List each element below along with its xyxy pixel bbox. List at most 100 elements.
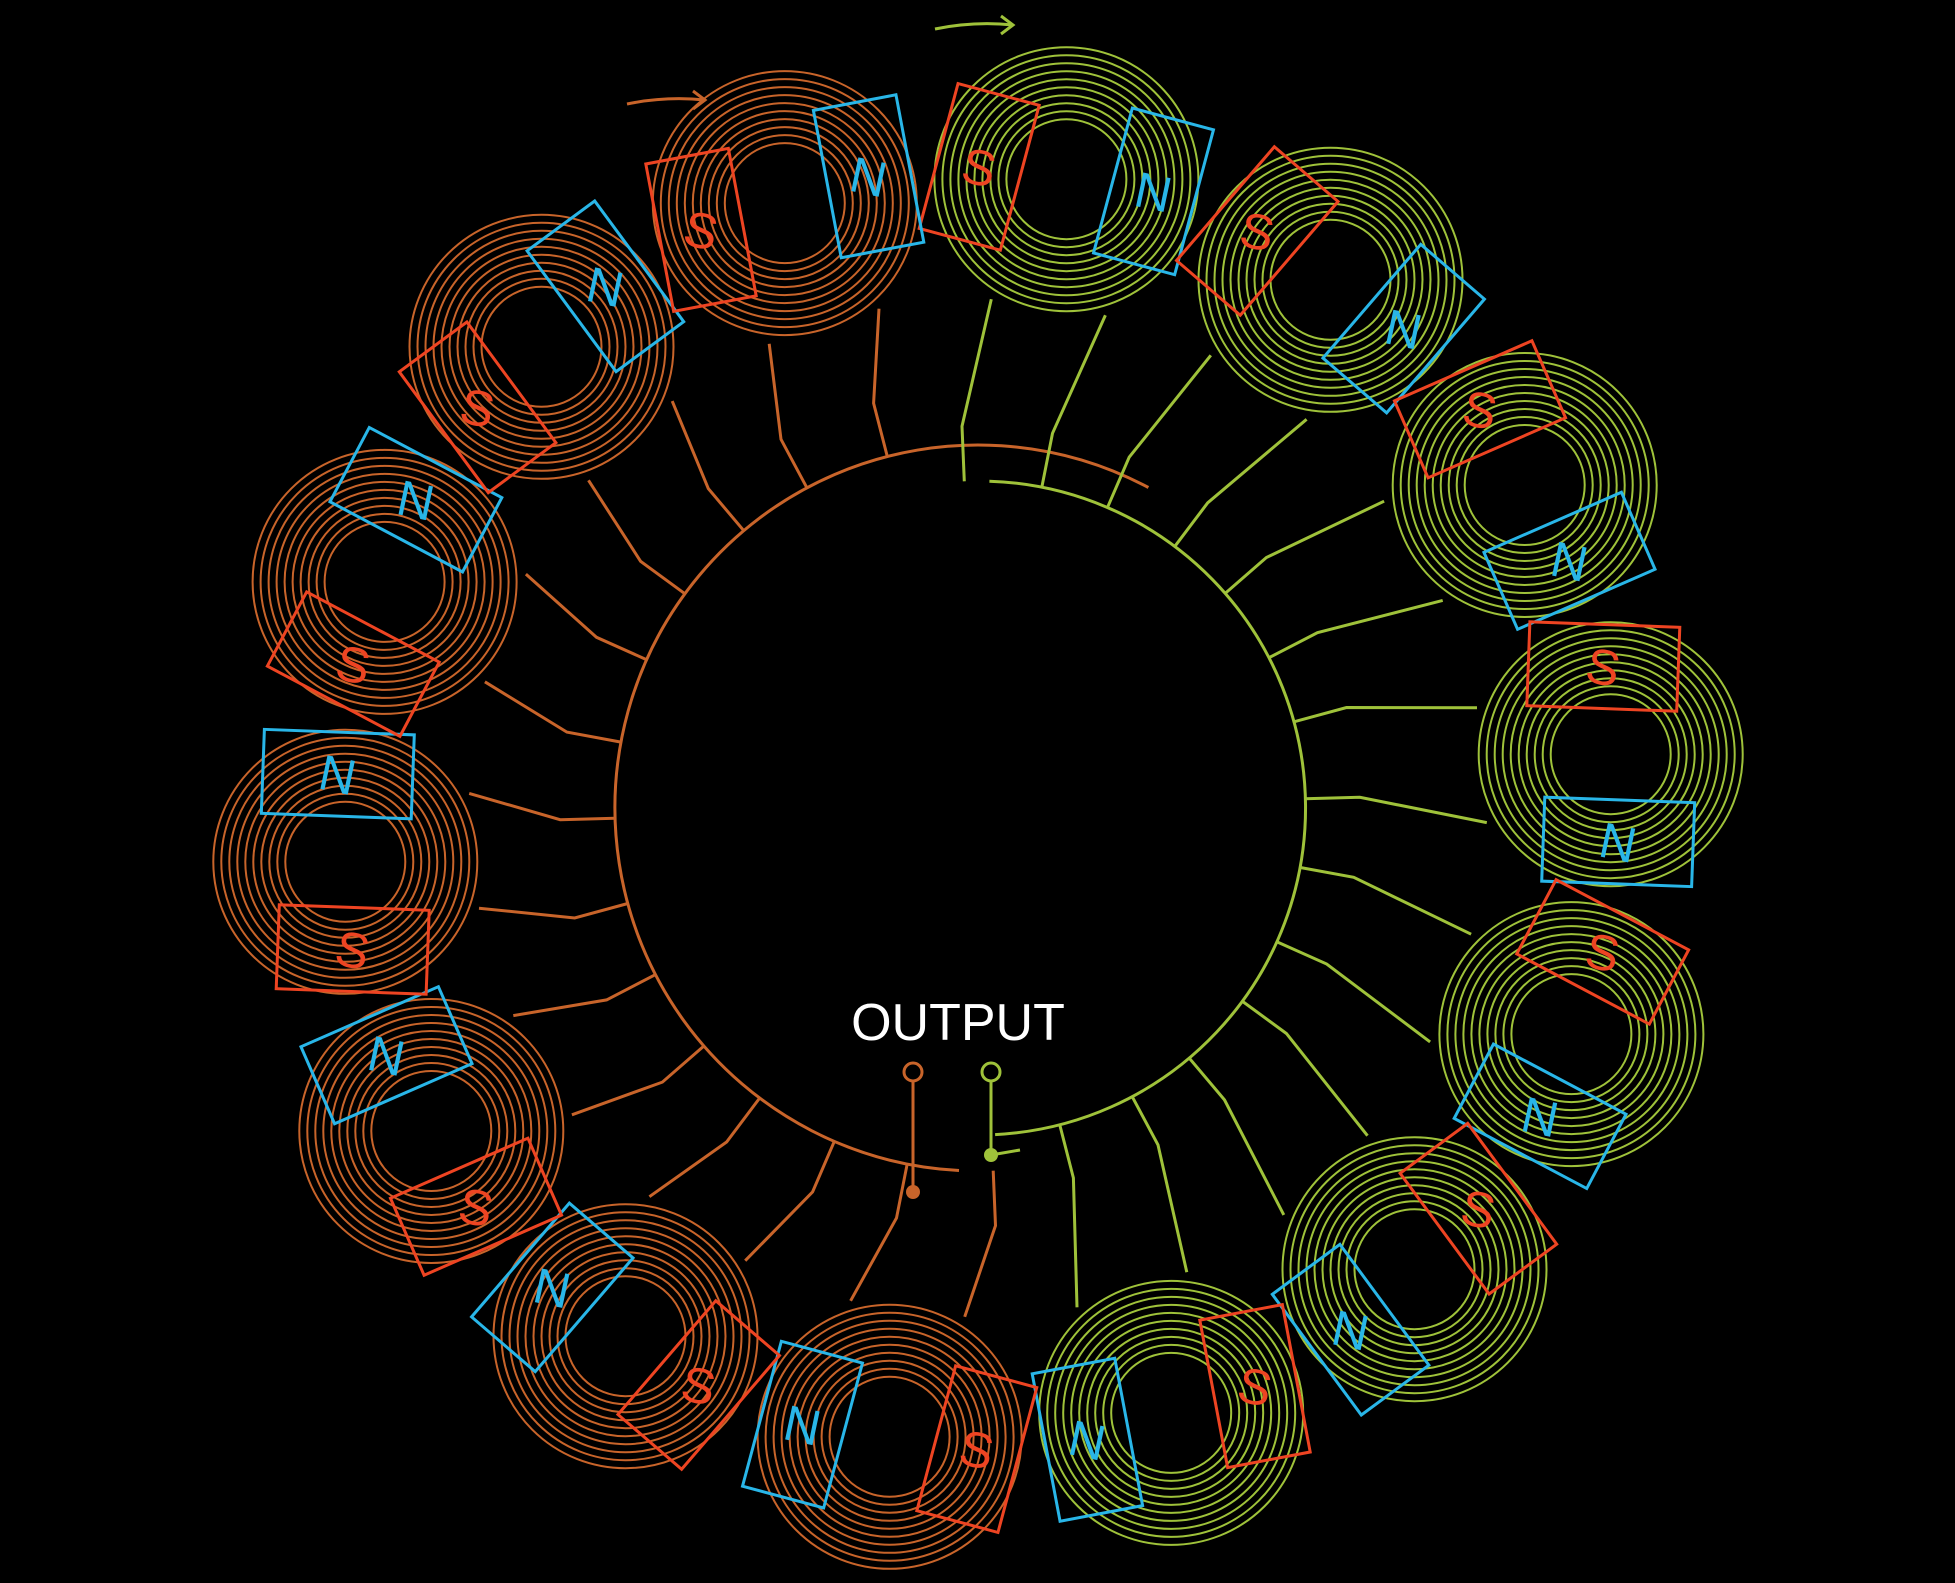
south-magnet: S [1397, 1121, 1559, 1297]
coil-winding [268, 784, 423, 939]
north-magnet: N [1270, 1242, 1432, 1418]
coil-winding [1353, 1208, 1476, 1331]
coil-lead-wire [478, 902, 629, 920]
coil-winding [1297, 1152, 1532, 1387]
south-magnet-outline [388, 1136, 564, 1278]
coil-winding [812, 1359, 967, 1514]
north-magnet: N [1030, 1356, 1145, 1523]
coil-winding [228, 744, 463, 979]
coil-winding [244, 760, 447, 963]
coil-winding [1281, 1136, 1548, 1403]
south-magnet-outline [1525, 620, 1682, 713]
coil-1-phase-b: NS [1106, 144, 1487, 548]
junction-dot [906, 1185, 920, 1199]
coil-winding [997, 110, 1136, 249]
coil-3-phase-b: NS [1293, 620, 1744, 889]
north-magnet-outline [327, 425, 504, 574]
coil-winding [1525, 669, 1696, 840]
coil-winding [1221, 170, 1440, 389]
coil-winding [756, 1303, 1023, 1570]
coil-winding [949, 62, 1184, 297]
coil-winding [981, 94, 1152, 265]
coil-winding [715, 134, 854, 273]
coil-13-phase-a: NS [644, 70, 926, 489]
coil-winding [764, 1311, 1015, 1562]
coil-winding [723, 142, 846, 265]
south-magnet: S [265, 589, 442, 739]
south-magnet-label: S [1235, 201, 1279, 263]
coil-winding [236, 752, 455, 971]
coil-winding [330, 1030, 533, 1232]
bus-ring-layer [613, 443, 1308, 1172]
coil-winding [1329, 1184, 1500, 1355]
coil-winding [315, 512, 454, 651]
south-magnet-outline [615, 1298, 782, 1472]
south-magnet-outline [917, 81, 1042, 253]
coil-lead-wire [963, 1170, 998, 1318]
coil-winding [1447, 408, 1602, 562]
coil-winding [252, 768, 439, 955]
north-magnet-label: N [529, 1257, 576, 1319]
coil-winding [306, 1006, 557, 1256]
coil-winding [965, 78, 1168, 281]
coil-winding [338, 1038, 525, 1224]
south-magnet-outline [644, 146, 758, 314]
south-magnet: S [1514, 877, 1691, 1027]
coil-lead-wire [1130, 1095, 1189, 1273]
coil-winding [307, 504, 462, 659]
coil-winding [788, 1335, 991, 1538]
coil-winding [524, 1235, 727, 1438]
coil-winding [1110, 1351, 1233, 1474]
south-magnet: S [1198, 1302, 1312, 1470]
coil-winding [370, 1070, 493, 1192]
coil-winding [1407, 368, 1642, 602]
coil-winding [683, 102, 886, 305]
coil-winding [472, 277, 611, 416]
south-magnet-label: S [1456, 1179, 1500, 1241]
coil-winding [1501, 645, 1720, 864]
coil-winding [362, 1062, 501, 1200]
coil-winding [1289, 1144, 1540, 1395]
south-magnet-label: S [676, 1355, 720, 1417]
rotation-arrow-phase-b [934, 14, 1016, 36]
north-magnet: N [811, 93, 926, 260]
coil-winding [1078, 1319, 1265, 1506]
coil-winding [212, 728, 479, 995]
south-magnet-label: S [1581, 637, 1625, 699]
north-magnet-outline [811, 93, 926, 260]
north-magnet-label: N [1516, 1086, 1563, 1148]
coil-winding [1517, 661, 1704, 848]
coil-winding [346, 1046, 517, 1216]
coil-lead-wire [1040, 314, 1107, 488]
coil-winding [675, 94, 894, 313]
coil-winding [780, 1327, 999, 1546]
south-magnet-outline [265, 589, 442, 739]
coil-winding [1005, 118, 1128, 241]
north-magnet: N [327, 425, 504, 574]
coil-lead-wire [484, 680, 622, 744]
coil-4-phase-b: NS [1275, 865, 1705, 1191]
bus-ring-phase-b [989, 479, 1308, 1137]
north-magnet-label: N [582, 256, 629, 318]
coil-winding [1313, 1168, 1516, 1371]
south-magnet-outline [1174, 144, 1341, 318]
north-magnet-outline [1452, 1042, 1629, 1191]
coil-winding [480, 285, 603, 408]
coil-lead-wire [1187, 1056, 1286, 1216]
coil-10-phase-a: NS [212, 727, 629, 996]
coil-winding [1345, 1200, 1484, 1339]
coil-lead-wire [1106, 354, 1212, 509]
coil-winding [1439, 400, 1610, 570]
coil-winding [1062, 1303, 1281, 1522]
south-magnet-outline [1514, 877, 1691, 1027]
coil-winding [1102, 1343, 1241, 1482]
coil-lead-wire [524, 572, 648, 662]
coil-winding [1261, 210, 1400, 349]
coil-winding [1446, 909, 1697, 1160]
north-magnet-outline [1270, 1242, 1432, 1418]
coil-lead-wire [1223, 499, 1385, 595]
south-magnet-label: S [331, 634, 375, 696]
coil-winding [1054, 1295, 1289, 1530]
